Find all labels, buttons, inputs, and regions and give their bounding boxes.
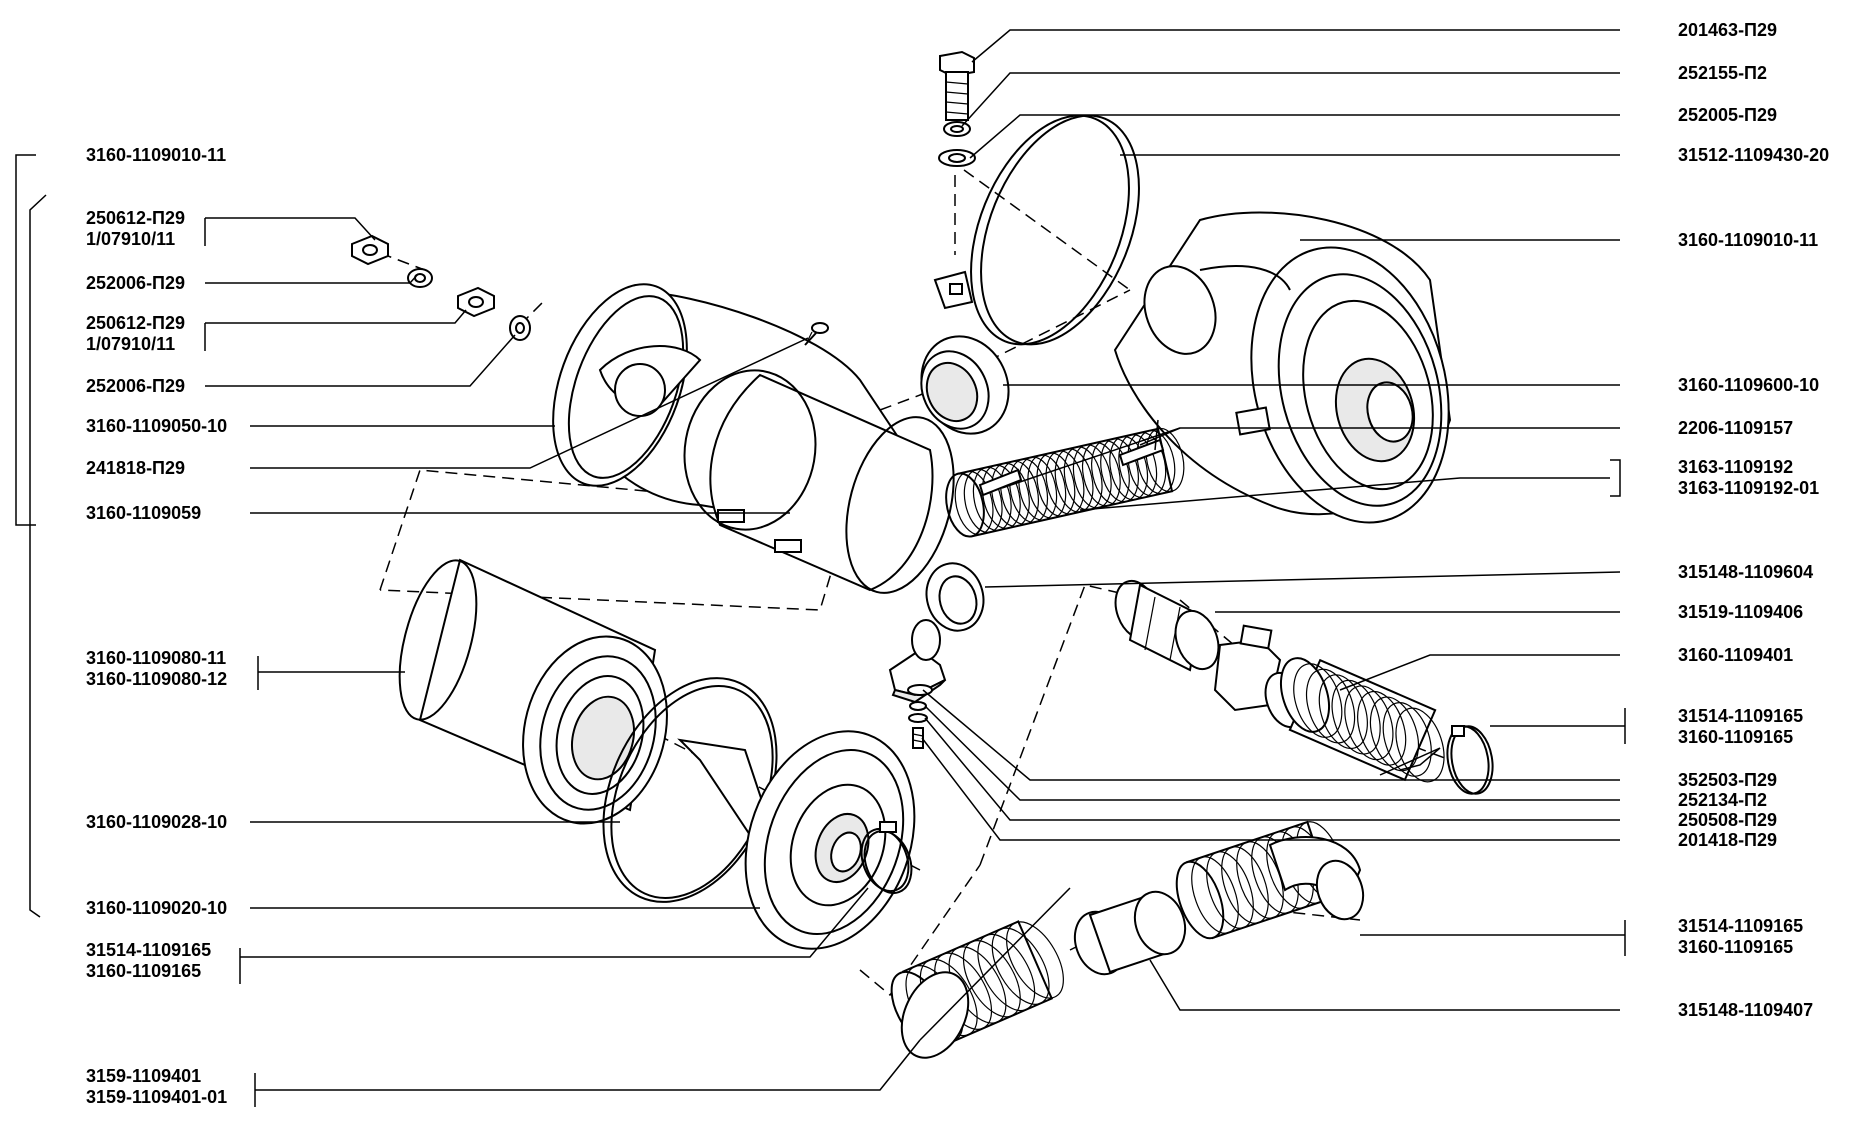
label-3163-1109192: 3163-1109192 <box>1678 457 1793 477</box>
inlet-flange <box>925 562 985 632</box>
washers <box>407 268 531 341</box>
label-250612-b: 250612-П29 <box>86 313 185 333</box>
label-31514-1109165-b: 31514-1109165 <box>1678 916 1803 936</box>
label-241818: 241818-П29 <box>86 458 185 478</box>
label-315148-1109407: 315148-1109407 <box>1678 1000 1813 1020</box>
label-seal-ring: 3160-1109028-10 <box>86 812 227 832</box>
label-filter-cover: 3160-1109050-10 <box>86 416 227 436</box>
filter-base <box>677 730 916 950</box>
label-3160-1109165-a: 3160-1109165 <box>1678 727 1793 747</box>
part-labels: 201463-П29 252155-П2 252005-П29 31512-11… <box>86 20 1829 1107</box>
screw <box>804 322 829 346</box>
bracket <box>888 619 947 704</box>
label-2206-1109157: 2206-1109157 <box>1678 418 1793 438</box>
label-3160-1109080-12: 3160-1109080-12 <box>86 669 227 689</box>
air-filter-housing <box>1113 211 1452 524</box>
label-250612-a: 250612-П29 <box>86 208 185 228</box>
bolt-201463 <box>939 50 975 121</box>
label-252006-a: 252006-П29 <box>86 273 185 293</box>
label-352503: 352503-П29 <box>1678 770 1777 790</box>
label-201463: 201463-П29 <box>1678 20 1777 40</box>
spring-washer-252155 <box>943 121 971 137</box>
connecting-sleeve <box>1073 890 1187 976</box>
label-250508: 250508-П29 <box>1678 810 1777 830</box>
label-filter-base: 3160-1109020-10 <box>86 898 227 918</box>
label-adapter-sleeve: 3160-1109600-10 <box>1678 375 1819 395</box>
hose-clamp-left <box>860 821 913 894</box>
label-31512-1109430: 31512-1109430-20 <box>1678 145 1829 165</box>
outlet-pipe <box>1114 579 1220 672</box>
label-3159-1109401: 3159-1109401 <box>86 1066 201 1086</box>
label-201418: 201418-П29 <box>1678 830 1777 850</box>
label-housing: 3160-1109010-11 <box>1678 230 1818 250</box>
label-3160-1109165-b: 3160-1109165 <box>1678 937 1793 957</box>
group-bracket <box>15 154 47 918</box>
label-3160-1109401: 3160-1109401 <box>1678 645 1793 665</box>
label-3160-1109080-11: 3160-1109080-11 <box>86 648 226 668</box>
clamp-band-31512 <box>933 114 1140 346</box>
hose-clamp-right <box>1446 725 1494 795</box>
label-3160-1109059: 3160-1109059 <box>86 503 201 523</box>
label-252155: 252155-П2 <box>1678 63 1767 83</box>
label-3159-1109401-01: 3159-1109401-01 <box>86 1087 227 1107</box>
label-252005: 252005-П29 <box>1678 105 1777 125</box>
flat-washer-252005 <box>938 149 976 167</box>
label-315148-1109604: 315148-1109604 <box>1678 562 1813 582</box>
label-3163-1109192-01: 3163-1109192-01 <box>1678 478 1819 498</box>
label-31514-1109165-a: 31514-1109165 <box>1678 706 1803 726</box>
label-3160-1109165-c: 3160-1109165 <box>86 961 201 981</box>
intake-hose <box>1175 820 1365 940</box>
label-31514-1109165-c: 31514-1109165 <box>86 940 211 960</box>
label-252134: 252134-П2 <box>1678 790 1767 810</box>
label-31519-1109406: 31519-1109406 <box>1678 602 1803 622</box>
label-1-07910-11-a: 1/07910/11 <box>86 229 175 249</box>
label-assembly: 3160-1109010-11 <box>86 145 226 165</box>
corrugated-air-duct <box>1280 657 1445 783</box>
leader-lines <box>204 29 1626 1107</box>
adapter-sleeve <box>920 335 1010 435</box>
hose-clamps <box>978 438 1165 497</box>
label-1-07910-11-b: 1/07910/11 <box>86 334 175 354</box>
filter-element <box>398 558 668 825</box>
corrugated-hose <box>945 427 1185 538</box>
intake-elbow <box>890 920 1064 1059</box>
label-252006-b: 252006-П29 <box>86 376 185 396</box>
